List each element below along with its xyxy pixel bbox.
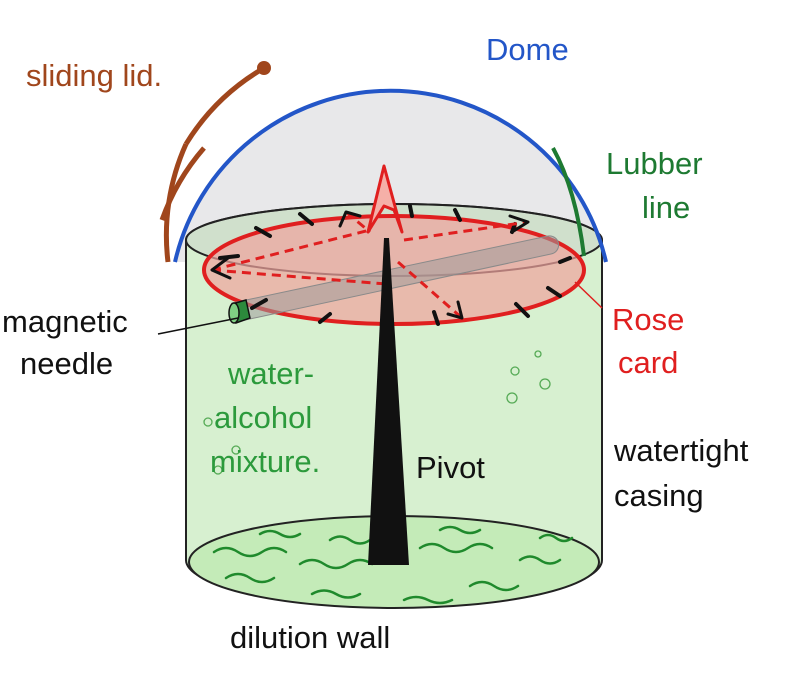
label-dilution-wall: dilution wall <box>230 620 390 655</box>
label-lubber-line-1: Lubber <box>606 146 703 181</box>
label-sliding-lid: sliding lid. <box>26 58 162 93</box>
label-rose-card-2: card <box>618 345 678 380</box>
label-watertight-casing-1: watertight <box>613 433 749 468</box>
label-water-alcohol-1: water- <box>227 356 314 391</box>
label-pivot: Pivot <box>416 450 485 485</box>
needle-leader-line <box>157 317 239 335</box>
label-rose-card-1: Rose <box>612 302 684 337</box>
magnetic-needle-end <box>228 299 251 324</box>
pivot <box>368 238 409 565</box>
sliding-lid <box>159 61 271 263</box>
label-dome: Dome <box>486 32 569 67</box>
label-watertight-casing-2: casing <box>614 478 704 513</box>
label-magnetic-needle-1: magnetic <box>2 304 128 339</box>
label-magnetic-needle-2: needle <box>20 346 113 381</box>
label-water-alcohol-3: mixture. <box>210 444 320 479</box>
label-lubber-line-2: line <box>642 190 690 225</box>
rose-card-points <box>211 210 529 320</box>
dilution-waves <box>212 525 574 605</box>
lubber-line <box>551 147 586 257</box>
rose-leader-line <box>574 281 603 309</box>
north-pointer <box>366 164 404 234</box>
rose-card-arrows <box>210 210 530 320</box>
label-water-alcohol-2: alcohol <box>214 400 312 435</box>
magnetic-needle-bar <box>231 235 560 323</box>
bubbles <box>203 350 551 475</box>
rose-card-ticks <box>218 204 572 326</box>
